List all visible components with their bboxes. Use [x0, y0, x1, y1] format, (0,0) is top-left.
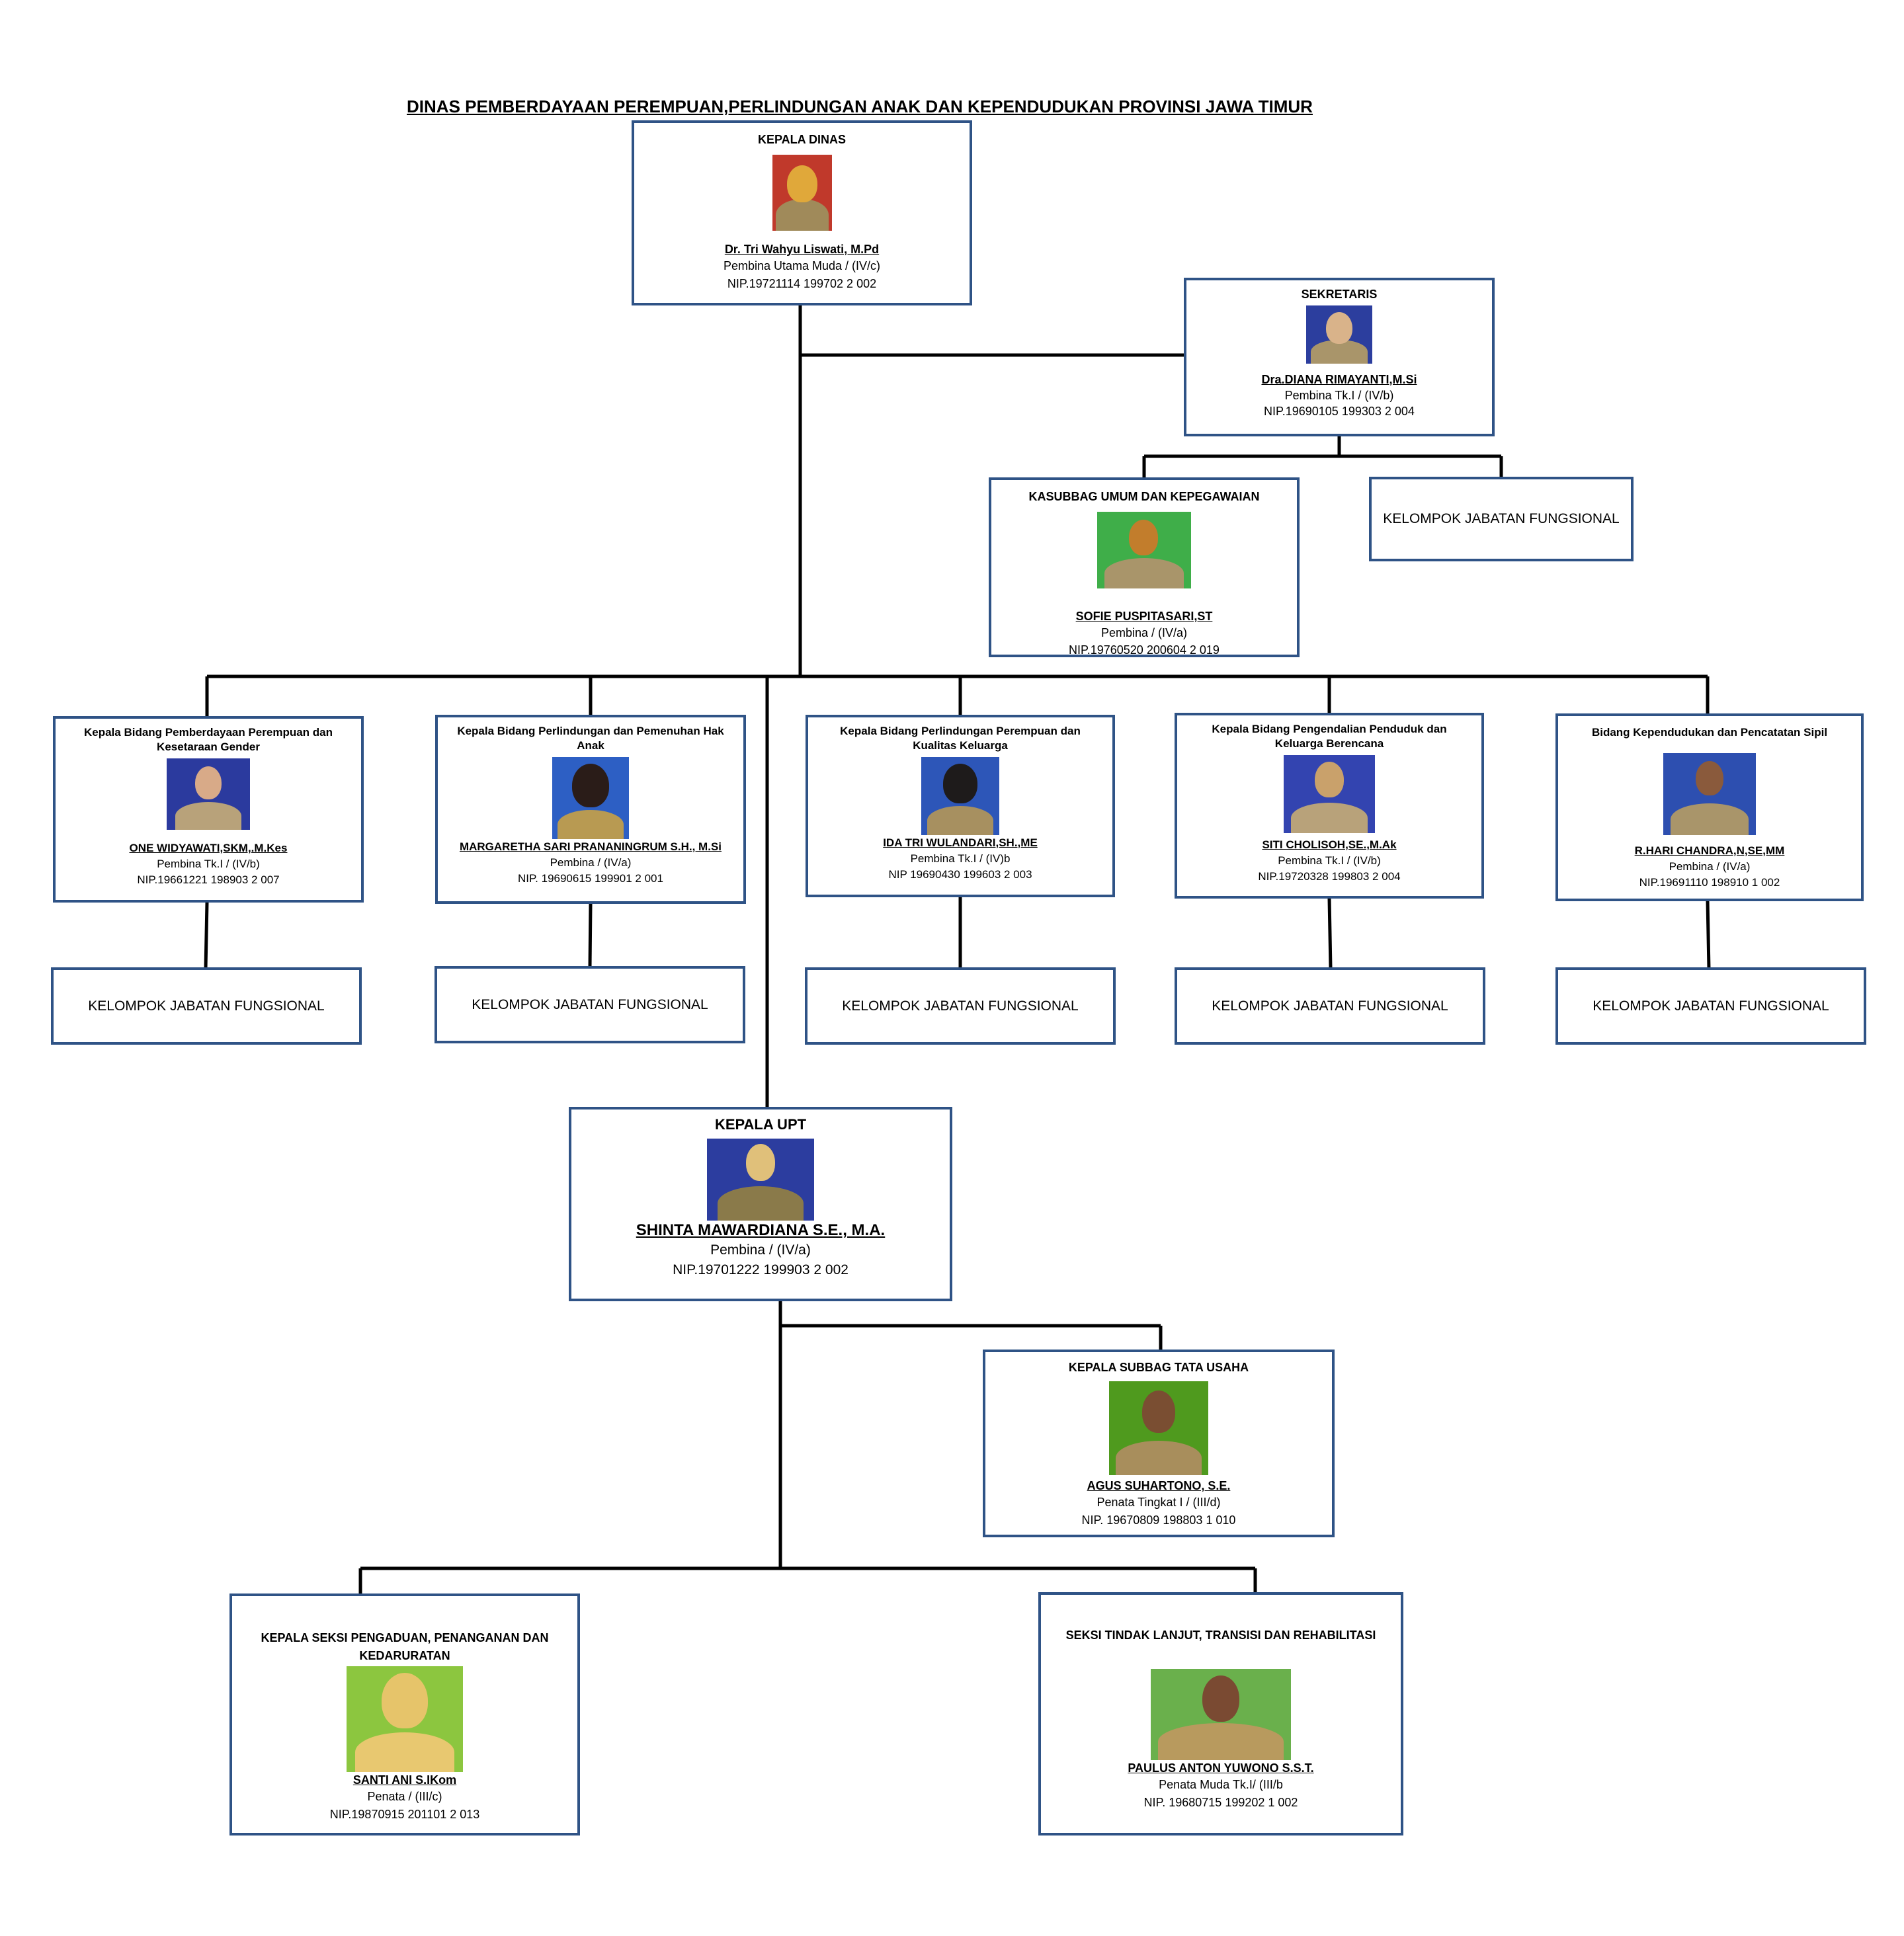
role-label: Kepala Bidang Perlindungan Perempuan dan… [840, 725, 1081, 752]
person-name: SOFIE PUSPITASARI,ST [1075, 610, 1213, 623]
role-label: SEKSI TINDAK LANJUT, TRANSISI DAN REHABI… [1065, 1629, 1376, 1642]
person-nip: NIP.19721114 199702 2 002 [727, 277, 877, 290]
person-name: IDA TRI WULANDARI,SH.,ME [883, 836, 1038, 849]
person-photo-icon [1097, 512, 1191, 588]
person-rank: Pembina Tk.I / (IV/b) [1278, 854, 1381, 867]
kelompok-label: KELOMPOK JABATAN FUNGSIONAL [842, 998, 1079, 1014]
person-name: Dr. Tri Wahyu Liswati, M.Pd [724, 243, 880, 256]
kasubbag-tata-usaha-box: KEPALA SUBBAG TATA USAHA AGUS SUHARTONO,… [983, 1350, 1335, 1537]
person-name: MARGARETHA SARI PRANANINGRUM S.H., M.Si [459, 840, 722, 853]
role-label: KEPALA UPT [714, 1116, 807, 1133]
person-name: R.HARI CHANDRA,N,SE,MM [1634, 844, 1785, 857]
person-photo-icon [772, 155, 832, 231]
role-label: KEPALA SEKSI PENGADUAN, PENANGANAN DAN K… [261, 1631, 549, 1662]
seksi-pengaduan-box: KEPALA SEKSI PENGADUAN, PENANGANAN DAN K… [229, 1593, 580, 1835]
kasubbag-umum-box: KASUBBAG UMUM DAN KEPEGAWAIAN SOFIE PUSP… [989, 477, 1300, 657]
person-nip: NIP. 19680715 199202 1 002 [1143, 1796, 1298, 1809]
role-label: Bidang Kependudukan dan Pencatatan Sipil [1591, 726, 1828, 739]
person-name: SITI CHOLISOH,SE.,M.Ak [1262, 838, 1397, 851]
person-nip: NIP.19870915 201101 2 013 [329, 1808, 480, 1821]
person-rank: Penata Tingkat I / (III/d) [1097, 1496, 1221, 1509]
kelompok-jabatan-fungsional-box: KELOMPOK JABATAN FUNGSIONAL [51, 967, 362, 1045]
person-name: SANTI ANI S.IKom [352, 1773, 457, 1787]
person-rank: Pembina / (IV/a) [710, 1242, 811, 1258]
person-rank: Pembina / (IV/a) [550, 856, 632, 869]
bidang-box: Bidang Kependudukan dan Pencatatan Sipil… [1555, 713, 1864, 901]
person-photo-icon [552, 757, 629, 839]
seksi-tindak-lanjut-box: SEKSI TINDAK LANJUT, TRANSISI DAN REHABI… [1038, 1592, 1403, 1835]
kelompok-jabatan-fungsional-box: KELOMPOK JABATAN FUNGSIONAL [435, 966, 745, 1043]
person-nip: NIP. 19670809 198803 1 010 [1081, 1513, 1236, 1527]
person-photo-icon [921, 757, 999, 835]
chart-title: DINAS PEMBERDAYAAN PEREMPUAN,PERLINDUNGA… [407, 97, 1313, 116]
person-name: AGUS SUHARTONO, S.E. [1087, 1479, 1231, 1492]
person-nip: NIP.19690105 199303 2 004 [1264, 405, 1415, 418]
role-label: KEPALA SUBBAG TATA USAHA [1068, 1361, 1249, 1374]
bidang-box: Kepala Bidang Pengendalian Penduduk dan … [1175, 713, 1484, 899]
person-name: SHINTA MAWARDIANA S.E., M.A. [636, 1221, 886, 1239]
role-label: KASUBBAG UMUM DAN KEPEGAWAIAN [1028, 490, 1260, 503]
person-nip: NIP.19720328 199803 2 004 [1258, 870, 1401, 883]
kelompok-label: KELOMPOK JABATAN FUNGSIONAL [1383, 511, 1620, 526]
kelompok-label: KELOMPOK JABATAN FUNGSIONAL [1593, 998, 1829, 1014]
role-label: Kepala Bidang Perlindungan dan Pemenuhan… [457, 725, 724, 752]
person-rank: Penata Muda Tk.I/ (III/b [1159, 1778, 1283, 1791]
bidang-box: Kepala Bidang Pemberdayaan Perempuan dan… [53, 716, 364, 903]
person-name: Dra.DIANA RIMAYANTI,M.Si [1261, 373, 1417, 386]
kelompok-jabatan-fungsional-box: KELOMPOK JABATAN FUNGSIONAL [1369, 477, 1634, 561]
person-photo-icon [1151, 1669, 1291, 1760]
person-photo-icon [1284, 755, 1375, 833]
kelompok-label: KELOMPOK JABATAN FUNGSIONAL [88, 998, 325, 1014]
person-name: PAULUS ANTON YUWONO S.S.T. [1128, 1761, 1314, 1775]
person-photo-icon [167, 758, 250, 830]
kelompok-jabatan-fungsional-box: KELOMPOK JABATAN FUNGSIONAL [1175, 967, 1485, 1045]
kelompok-jabatan-fungsional-box: KELOMPOK JABATAN FUNGSIONAL [805, 967, 1116, 1045]
role-label: Kepala Bidang Pengendalian Penduduk dan … [1212, 723, 1447, 750]
kelompok-label: KELOMPOK JABATAN FUNGSIONAL [1212, 998, 1448, 1014]
person-nip: NIP.19701222 199903 2 002 [673, 1262, 849, 1277]
person-rank: Penata / (III/c) [367, 1790, 442, 1803]
person-nip: NIP.19691110 198910 1 002 [1639, 876, 1780, 889]
bidang-box: Kepala Bidang Perlindungan Perempuan dan… [806, 715, 1115, 897]
kelompok-label: KELOMPOK JABATAN FUNGSIONAL [472, 996, 708, 1012]
person-rank: Pembina / (IV/a) [1100, 626, 1188, 639]
kepala-dinas-box: KEPALA DINAS Dr. Tri Wahyu Liswati, M.Pd… [632, 120, 972, 305]
person-photo-icon [1109, 1381, 1208, 1475]
kepala-upt-box: KEPALA UPT SHINTA MAWARDIANA S.E., M.A. … [569, 1107, 952, 1301]
bidang-box: Kepala Bidang Perlindungan dan Pemenuhan… [435, 715, 746, 904]
role-label: KEPALA DINAS [757, 133, 846, 146]
person-photo-icon [1663, 753, 1756, 835]
person-rank: Pembina Tk.I / (IV)b [910, 852, 1011, 865]
role-label: Kepala Bidang Pemberdayaan Perempuan dan… [83, 726, 333, 753]
person-photo-icon [347, 1666, 463, 1772]
person-nip: NIP.19760520 200604 2 019 [1069, 643, 1220, 657]
person-photo-icon [707, 1139, 814, 1221]
person-photo-icon [1306, 305, 1372, 364]
person-nip: NIP 19690430 199603 2 003 [888, 868, 1032, 881]
kelompok-jabatan-fungsional-box: KELOMPOK JABATAN FUNGSIONAL [1555, 967, 1866, 1045]
person-name: ONE WIDYAWATI,SKM,.M.Kes [129, 842, 288, 854]
person-nip: NIP. 19690615 199901 2 001 [518, 872, 663, 885]
person-rank: Pembina Tk.I / (IV/b) [1284, 389, 1394, 402]
role-label: SEKRETARIS [1301, 288, 1378, 301]
sekretaris-box: SEKRETARIS Dra.DIANA RIMAYANTI,M.Si Pemb… [1184, 278, 1495, 436]
person-rank: Pembina / (IV/a) [1669, 860, 1751, 873]
person-nip: NIP.19661221 198903 2 007 [137, 873, 280, 886]
person-rank: Pembina Tk.I / (IV/b) [157, 858, 260, 870]
person-rank: Pembina Utama Muda / (IV/c) [723, 259, 881, 272]
